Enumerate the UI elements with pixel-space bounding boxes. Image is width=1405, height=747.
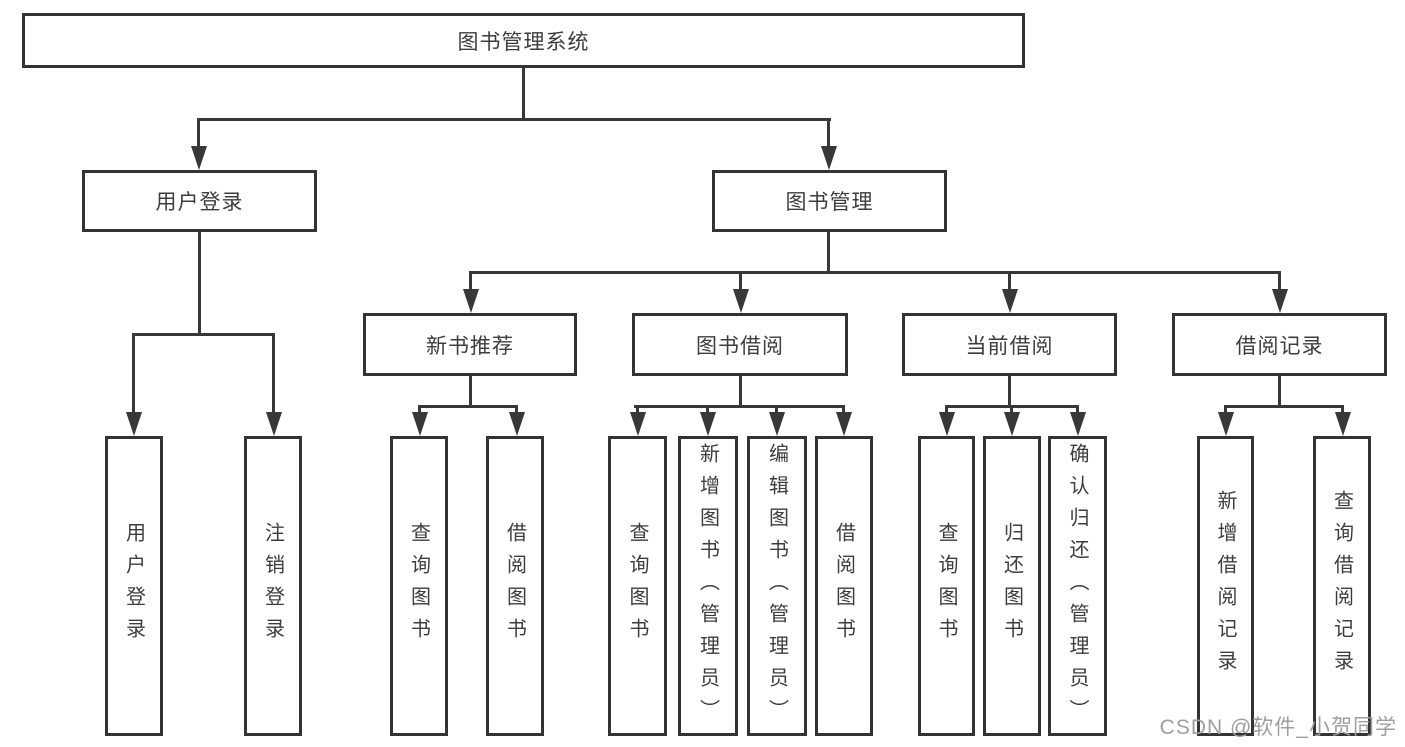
- node-user-login: 用户登录: [82, 170, 317, 232]
- connector-to-leaf: [842, 405, 845, 417]
- connector-to-leaf: [272, 333, 275, 415]
- connector-to-leaf: [1341, 405, 1344, 417]
- leaf-label: 注销登录: [261, 522, 284, 650]
- arrow-down-icon: [1218, 412, 1234, 436]
- node-borrow-record: 借阅记录: [1172, 313, 1387, 376]
- connector-to-book-management: [827, 118, 830, 150]
- arrow-down-icon: [836, 412, 852, 436]
- leaf-record-query: 查询借阅记录: [1313, 436, 1371, 736]
- arrow-down-icon: [463, 289, 479, 313]
- connector-root-stem: [522, 68, 525, 120]
- arrow-down-icon: [126, 412, 142, 436]
- leaf-return-book: 归还图书: [983, 436, 1041, 736]
- node-label: 新书推荐: [426, 334, 514, 358]
- connector-to-leaf: [515, 405, 518, 417]
- node-book-management: 图书管理: [712, 170, 947, 232]
- leaf-label: 归还图书: [1000, 522, 1023, 650]
- connector-to-leaf: [706, 405, 709, 417]
- leaf-label: 查询图书: [626, 522, 648, 650]
- connector-to-user-login: [197, 118, 200, 150]
- node-new-book-recommend: 新书推荐: [363, 313, 577, 376]
- leaf-label: 新增图书（管理员）: [696, 443, 719, 731]
- connector-to-leaf: [1224, 405, 1227, 417]
- leaf-borrow-add-admin: 新增图书（管理员）: [678, 436, 738, 736]
- leaf-label: 查询图书: [407, 522, 430, 650]
- node-label: 当前借阅: [965, 334, 1054, 358]
- node-book-borrow: 图书借阅: [632, 313, 848, 376]
- connector-new-book-stem: [469, 376, 472, 407]
- leaf-new-book-borrow: 借阅图书: [486, 436, 544, 736]
- connector-book-mgmt-stem: [827, 232, 830, 273]
- leaf-label: 确认归还（管理员）: [1066, 443, 1088, 731]
- connector-to-leaf: [1010, 405, 1013, 417]
- connector-to-leaf: [636, 405, 639, 417]
- leaf-label: 用户登录: [122, 522, 145, 650]
- leaf-label: 新增借阅记录: [1214, 490, 1236, 682]
- leaf-current-query: 查询图书: [918, 436, 975, 736]
- leaf-confirm-return-admin: 确认归还（管理员）: [1048, 436, 1107, 736]
- connector-to-leaf: [132, 333, 135, 415]
- arrow-down-icon: [939, 412, 955, 436]
- node-label: 图书管理: [785, 191, 874, 214]
- leaf-borrow-book: 借阅图书: [815, 436, 873, 736]
- connector-level3-split: [469, 271, 1281, 274]
- arrow-down-icon: [1272, 289, 1288, 313]
- node-current-borrow: 当前借阅: [902, 313, 1117, 376]
- connector-borrow-record-split: [1224, 405, 1344, 408]
- arrow-down-icon: [1070, 412, 1086, 436]
- arrow-down-icon: [733, 289, 749, 313]
- arrow-down-icon: [1004, 412, 1020, 436]
- leaf-logout: 注销登录: [244, 436, 302, 736]
- node-library-management-system: 图书管理系统: [22, 13, 1025, 68]
- leaf-label: 查询图书: [935, 522, 957, 650]
- arrow-down-icon: [630, 412, 646, 436]
- connector-to-borrow-record: [1278, 271, 1281, 295]
- leaf-label: 借阅图书: [503, 522, 526, 650]
- connector-to-current-borrow: [1008, 271, 1011, 295]
- arrow-down-icon: [191, 146, 207, 170]
- leaf-label: 查询借阅记录: [1330, 490, 1353, 682]
- arrow-down-icon: [412, 412, 428, 436]
- arrow-down-icon: [1335, 412, 1351, 436]
- arrow-down-icon: [700, 412, 716, 436]
- leaf-borrow-query: 查询图书: [608, 436, 667, 736]
- leaf-label: 编辑图书（管理员）: [765, 443, 788, 731]
- node-label: 图书借阅: [696, 334, 784, 358]
- connector-to-book-borrow: [739, 271, 742, 295]
- arrow-down-icon: [1002, 289, 1018, 313]
- connector-book-borrow-split: [634, 405, 845, 408]
- connector-user-login-split: [132, 333, 275, 336]
- connector-to-leaf: [775, 405, 778, 417]
- arrow-down-icon: [769, 412, 785, 436]
- connector-level2-split: [197, 118, 831, 121]
- connector-book-borrow-stem: [739, 376, 742, 407]
- node-label: 借阅记录: [1235, 334, 1324, 358]
- connector-current-borrow-stem: [1008, 376, 1011, 407]
- leaf-user-login: 用户登录: [105, 436, 163, 736]
- leaf-label: 借阅图书: [832, 522, 855, 650]
- arrow-down-icon: [266, 412, 282, 436]
- connector-new-book-split: [418, 405, 518, 408]
- leaf-borrow-edit-admin: 编辑图书（管理员）: [747, 436, 807, 736]
- connector-to-leaf: [1076, 405, 1079, 417]
- arrow-down-icon: [821, 146, 837, 170]
- connector-borrow-record-stem: [1278, 376, 1281, 407]
- connector-to-new-book: [469, 271, 472, 295]
- connector-user-login-stem: [198, 232, 201, 335]
- connector-to-leaf: [418, 405, 421, 417]
- node-label: 用户登录: [155, 191, 244, 214]
- leaf-new-book-query: 查询图书: [390, 436, 448, 736]
- node-label: 图书管理系统: [457, 30, 590, 54]
- csdn-watermark: CSDN @软件_小贺同学: [1159, 716, 1397, 739]
- leaf-record-add: 新增借阅记录: [1197, 436, 1254, 736]
- connector-to-leaf: [945, 405, 948, 417]
- arrow-down-icon: [509, 412, 525, 436]
